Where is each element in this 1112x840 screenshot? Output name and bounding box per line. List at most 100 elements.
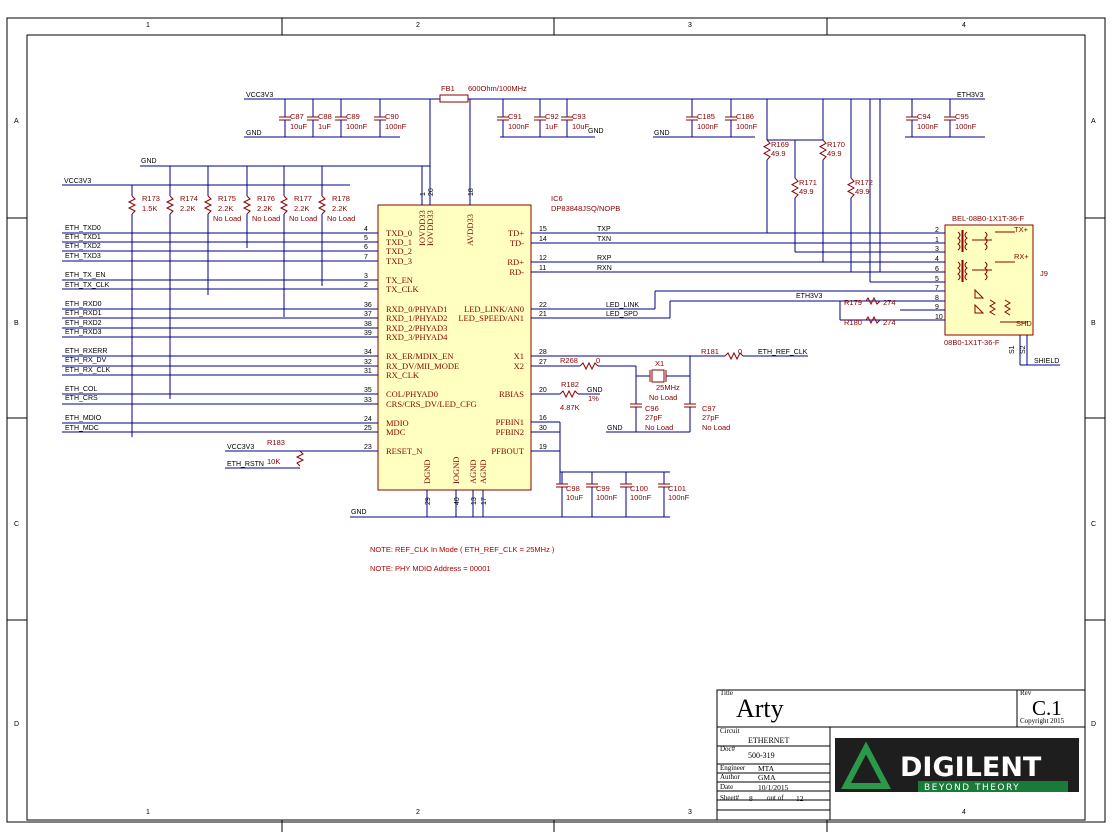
resistor-ref: R170 xyxy=(827,140,845,149)
cap-ref: C92 xyxy=(545,112,559,121)
resistor-symbol xyxy=(279,195,289,215)
ic-pin-number: 37 xyxy=(364,311,372,318)
x1-noload: No Load xyxy=(649,393,677,402)
ic-ref: IC6 xyxy=(551,194,563,203)
ic-pin-number: 12 xyxy=(539,255,547,262)
net-label: ETH_TXD0 xyxy=(65,225,101,232)
x1-ref: X1 xyxy=(655,359,664,368)
ic-pin-number: 27 xyxy=(539,359,547,366)
j9-ref: J9 xyxy=(1040,269,1048,278)
ic-body xyxy=(377,204,532,491)
resistor-symbol xyxy=(790,177,800,199)
net-label: VCC3V3 xyxy=(246,92,273,99)
net-label: GND xyxy=(587,387,603,394)
ic-pin-name: TD- xyxy=(510,238,524,248)
rev-label: Rev xyxy=(1020,689,1032,697)
ic-pin-number: 30 xyxy=(539,425,547,432)
ic-pin-name: RXD_2/PHYAD3 xyxy=(386,323,447,333)
sheet-frame: 1 2 3 4 1 2 3 4 A B C D A B C D xyxy=(6,17,1106,832)
net-label: SHIELD xyxy=(1034,358,1059,365)
resistor-noload: No Load xyxy=(289,214,317,223)
resistor-symbol xyxy=(865,296,881,306)
cap-ref: C185 xyxy=(697,112,715,121)
ic-pin-number: 16 xyxy=(539,415,547,422)
resistor-ref: R173 xyxy=(142,194,160,203)
resistor-symbol xyxy=(127,195,137,215)
circuit-label: Circuit xyxy=(720,727,740,735)
r183-value: 10K xyxy=(267,457,280,466)
eth3v3-rail: ETH3V3 GND xyxy=(500,92,985,138)
col-label: 4 xyxy=(962,22,966,29)
ic-pin-number: 29 xyxy=(425,497,432,505)
ic-pin-name: RX_CLK xyxy=(386,370,420,380)
ic-pin-name: RX_ER/MDIX_EN xyxy=(386,351,454,361)
cap-ref: C99 xyxy=(596,484,610,493)
col-label: 2 xyxy=(416,22,420,29)
j9-shd-label: SHD xyxy=(1016,319,1032,328)
col-label: 1 xyxy=(146,22,150,29)
j9-rxp-label: RX+ xyxy=(1014,252,1029,261)
resistor-value: 49.9 xyxy=(827,149,842,158)
note: NOTE: PHY MDIO Address = 00001 xyxy=(370,564,491,573)
ic-pin-name: PFBIN2 xyxy=(496,427,524,437)
ic-pin-name: RXD_3/PHYAD4 xyxy=(386,332,448,342)
ic-pin-number: 20 xyxy=(539,387,547,394)
ic-pin-name: RESET_N xyxy=(386,446,422,456)
row-label: A xyxy=(14,118,19,125)
c96-value: 27pF xyxy=(645,413,663,422)
ic-pin-number: 1 xyxy=(420,192,427,196)
resistor-symbol xyxy=(165,195,175,215)
col-label: 3 xyxy=(688,22,692,29)
ic-pin-name: X1 xyxy=(514,351,524,361)
title-value: Arty xyxy=(736,694,784,723)
ic-pin-number: 13 xyxy=(471,497,478,505)
ic-pin-name: LED_SPEED/AN1 xyxy=(458,313,524,323)
ic-pin-name: RX_DV/MII_MODE xyxy=(386,361,459,371)
resistor-value: 2.2K xyxy=(218,204,233,213)
resistor-symbol xyxy=(295,450,305,467)
ic-pin-name: COL/PHYAD0 xyxy=(386,389,438,399)
ic-pin-name: LED_LINK/AN0 xyxy=(464,304,524,314)
row-label: D xyxy=(1091,721,1096,728)
ic-pin-name: MDIO xyxy=(386,418,409,428)
cap-value: 100nF xyxy=(596,493,618,502)
j9-pin-number: 7 xyxy=(935,285,939,292)
resistor-value: 1.5K xyxy=(142,204,157,213)
cap-ref: C91 xyxy=(508,112,522,121)
ic-pin-number: 24 xyxy=(364,416,372,423)
net-label: ETH_COL xyxy=(65,386,97,393)
ic-pin-name: X2 xyxy=(514,361,524,371)
engineer-value: MTA xyxy=(758,764,775,773)
cap-ref: C101 xyxy=(668,484,686,493)
fb1-ferrite xyxy=(439,94,469,103)
resistor-symbol xyxy=(724,351,744,361)
ic-pin-name: IOVDD33 xyxy=(425,210,435,246)
net-label: ETH_TX_CLK xyxy=(65,282,110,289)
resistor-value: 2.2K xyxy=(180,204,195,213)
cap-ref: C100 xyxy=(630,484,648,493)
net-label: GND xyxy=(351,509,367,516)
resistor-value: 2.2K xyxy=(332,204,347,213)
net-label: GND xyxy=(141,158,157,165)
resistor-symbol xyxy=(242,195,252,215)
resistor-ref: R174 xyxy=(180,194,198,203)
ic-pin-name: AGND xyxy=(478,459,488,484)
j9-pin-number: 5 xyxy=(935,276,939,283)
doc-label: Doc# xyxy=(720,745,736,753)
row-label: C xyxy=(14,521,19,528)
ic-pin-number: 14 xyxy=(539,236,547,243)
ic-pin-number: 6 xyxy=(364,244,368,251)
net-label: ETH_RXERR xyxy=(65,348,107,355)
j9-transformers xyxy=(957,230,1028,323)
row-label: B xyxy=(14,320,19,327)
ic-pin-number: 22 xyxy=(539,302,547,309)
reset-circuit: VCC3V3 R183 10K ETH_RSTN xyxy=(225,438,368,469)
r181-value: 0 xyxy=(738,347,742,356)
ic-pin-number: 3 xyxy=(364,273,368,280)
net-label: TXP xyxy=(597,226,611,233)
cap-value: 100nF xyxy=(736,122,758,131)
crystal-symbol xyxy=(651,369,665,383)
circuit-value: ETHERNET xyxy=(748,736,790,745)
